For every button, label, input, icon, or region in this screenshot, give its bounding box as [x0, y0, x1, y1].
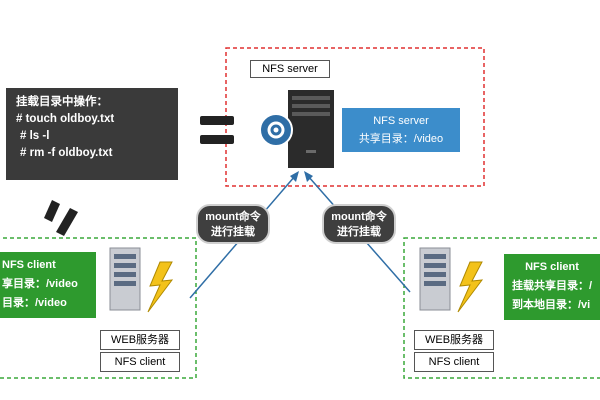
mount-label-line: 进行挂载 [211, 226, 255, 238]
client-right-line: 到本地目录：/vi [512, 299, 591, 311]
client-right-web-tag: WEB服务器 [414, 330, 494, 350]
web-server-icon-left [109, 247, 141, 311]
client-left-nfs-tag: NFS client [100, 352, 180, 372]
nfs-server-title: NFS server [250, 60, 330, 78]
mount-label-line: mount命令 [331, 211, 387, 223]
client-left-web-tag: WEB服务器 [100, 330, 180, 350]
lightning-icon-left [147, 261, 174, 313]
quote-marks [44, 200, 78, 236]
nfs-server-label-name: NFS server [373, 115, 429, 127]
command-line: # ls -l [20, 130, 50, 142]
command-line: 挂载目录中操作： [16, 96, 108, 108]
client-right-line: NFS client [525, 261, 579, 273]
client-right-nfs-tag: NFS client [414, 352, 494, 372]
command-line: # touch oldboy.txt [16, 113, 115, 125]
client-left-line: 目录：/video [2, 297, 67, 309]
lightning-icon-right [457, 261, 484, 313]
client-left-boundary [0, 237, 197, 379]
web-server-icon-right [419, 247, 451, 311]
mount-label-right: mount命令 进行挂载 [322, 204, 396, 244]
client-right-info: NFS client 挂载共享目录：/ 到本地目录：/vi [504, 254, 600, 320]
nfs-server-label: NFS server 共享目录：/video [342, 108, 460, 152]
command-line: # rm -f oldboy.txt [20, 147, 113, 159]
mount-label-left: mount命令 进行挂载 [196, 204, 270, 244]
server-tower-icon [288, 90, 334, 168]
mount-label-line: 进行挂载 [337, 226, 381, 238]
mount-label-line: mount命令 [205, 211, 261, 223]
client-left-line: NFS client [2, 259, 56, 271]
client-right-boundary [403, 237, 600, 379]
client-right-line: 挂载共享目录：/ [512, 280, 593, 292]
client-left-line: 享目录：/video [2, 278, 78, 290]
equals-sign [200, 116, 234, 144]
command-box: 挂载目录中操作： # touch oldboy.txt # ls -l # rm… [6, 88, 178, 180]
client-left-info: NFS client 享目录：/video 目录：/video [0, 252, 96, 318]
gear-icon [259, 113, 293, 147]
nfs-server-label-share: 共享目录：/video [358, 133, 444, 145]
